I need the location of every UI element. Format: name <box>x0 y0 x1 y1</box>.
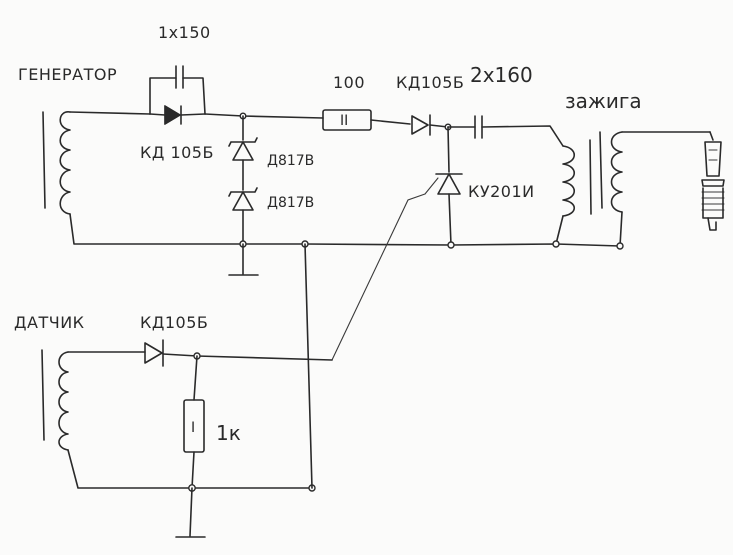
thyristor <box>424 126 463 246</box>
label-resistor1: 100 <box>333 73 365 92</box>
label-resistor2: 1к <box>216 421 241 445</box>
diode-2 <box>411 114 449 136</box>
zener-diode-2 <box>228 187 258 245</box>
capacitor-1 <box>149 65 206 115</box>
label-diode2: КД105Б <box>396 73 464 92</box>
resistor-1: II <box>322 109 372 131</box>
diode-1 <box>149 104 206 126</box>
label-cap1: 1x150 <box>158 23 211 42</box>
resistor-2: I <box>183 355 205 489</box>
diode-3 <box>144 339 333 367</box>
wire-bottom-bus <box>69 213 621 247</box>
wire-r1-d2 <box>370 119 411 125</box>
capacitor-2 <box>447 115 564 147</box>
label-diode1: КД 105Б <box>140 143 214 162</box>
wire-top-left <box>69 111 151 115</box>
resistor-1-mark: II <box>340 113 348 129</box>
label-generator: ГЕНЕРАТОР <box>18 65 117 84</box>
wire-bus-link <box>304 243 313 489</box>
label-thyristor: КУ201И <box>468 182 535 201</box>
wire-top-mid <box>204 113 324 119</box>
generator-coil <box>42 111 71 215</box>
label-cap2: 2x160 <box>470 63 533 87</box>
junction-primary-bottom <box>552 240 560 248</box>
ignition-primary-coil <box>555 145 576 245</box>
label-zener2: Д817В <box>267 195 314 211</box>
ignition-core <box>589 131 603 215</box>
label-sensor: ДАТЧИК <box>14 313 85 332</box>
ground-2 <box>175 487 206 538</box>
ignition-secondary-coil <box>610 131 711 247</box>
sensor-coil <box>41 349 69 451</box>
zener-diode-1 <box>228 115 258 191</box>
wire-sensor-bottom <box>67 449 313 489</box>
label-diode3: КД105Б <box>140 313 208 332</box>
label-ignition: зажига <box>565 89 642 113</box>
junction-thyristor-bottom <box>447 241 455 249</box>
junction-secondary-bottom <box>616 242 624 250</box>
spark-plug <box>701 131 725 231</box>
resistor-2-mark: I <box>191 420 195 436</box>
wire-gate <box>331 193 426 361</box>
ground-1 <box>228 243 259 276</box>
label-zener1: Д817В <box>267 153 314 169</box>
